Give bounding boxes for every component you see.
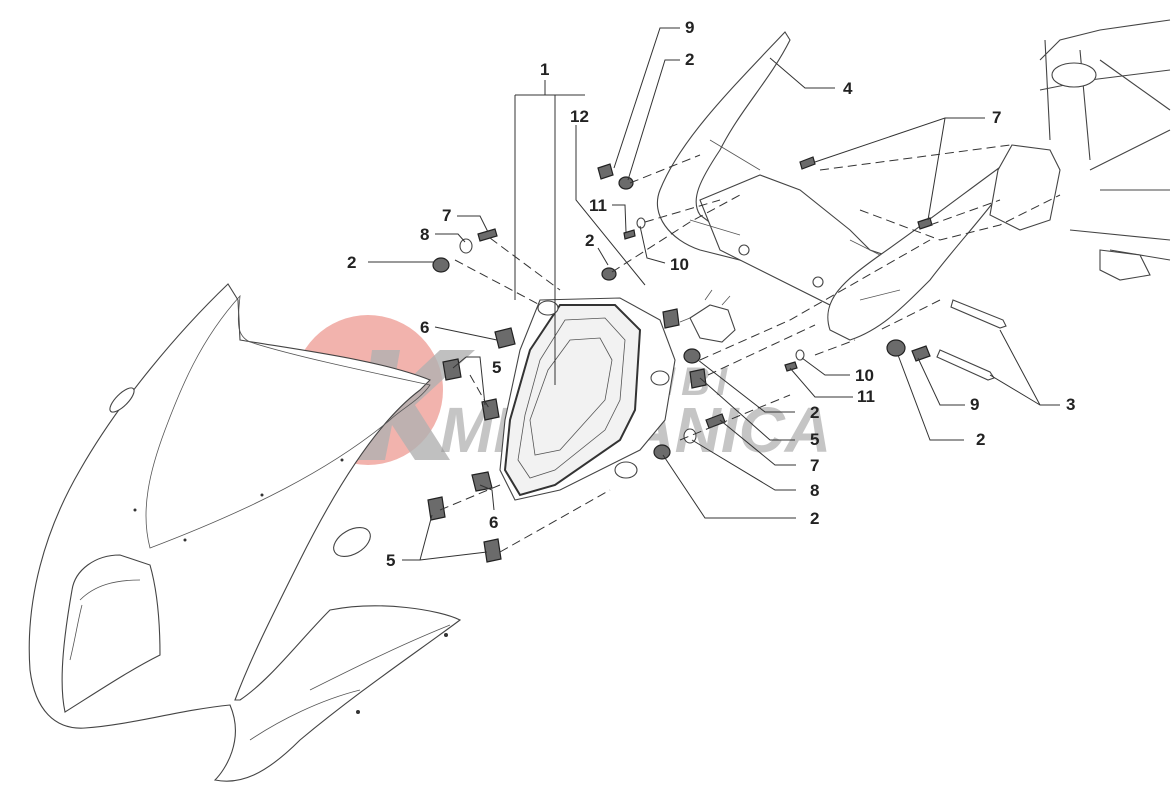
fairing-screw: [133, 508, 137, 512]
label-part-2-mid: 2: [585, 231, 594, 250]
headlight-assembly: [499, 289, 736, 501]
headlight-bracket: [656, 31, 1019, 341]
label-part-5-bottom: 5: [386, 551, 395, 570]
grommet-2-far: [886, 339, 906, 357]
fairing-screw: [444, 633, 448, 637]
label-part-9-right: 9: [970, 395, 979, 414]
fairing-screw: [340, 458, 344, 462]
label-part-8-r: 8: [810, 481, 819, 500]
headlight-mount-lug: [537, 300, 559, 316]
label-part-3: 3: [1066, 395, 1075, 414]
grommet-6-bottom: [471, 471, 493, 492]
label-part-5-r: 5: [810, 430, 819, 449]
assembly-lines: [439, 144, 1061, 553]
bolt-3-lower: [936, 349, 995, 381]
label-part-8-left: 8: [420, 225, 429, 244]
grommet-2-r2: [653, 444, 671, 460]
label-part-11-top: 11: [589, 196, 607, 215]
label-part-11-right: 11: [857, 387, 875, 406]
washer-10-top: [636, 217, 646, 229]
label-part-7-left: 7: [442, 206, 451, 225]
clip-5-top: [442, 358, 462, 381]
grommet-2-top: [618, 176, 634, 190]
label-part-7-r: 7: [810, 456, 819, 475]
frame-mount-plate: [989, 144, 1061, 231]
fairing-vent: [109, 387, 135, 413]
grommet-2-r1: [683, 348, 701, 364]
clip-5-r2: [662, 308, 680, 329]
label-part-6-bottom: 6: [489, 513, 498, 532]
fairing-opening-detail: [69, 579, 141, 661]
bracket-hole: [812, 276, 824, 288]
clip-5-low: [427, 496, 446, 521]
clip-5-r: [689, 368, 707, 389]
label-part-1: 1: [540, 60, 549, 79]
label-part-6-top: 6: [420, 318, 429, 337]
frame-bracket-lower: [1099, 249, 1151, 281]
label-part-10-right: 10: [855, 366, 874, 385]
headlight-bulb-socket: [679, 289, 731, 323]
part-labels: 1 12 9 2 4 7 11 2 10 7 8 2 6 5 6 5 10 11…: [347, 18, 1075, 570]
fairing-windscreen: [145, 294, 431, 549]
washer-8-left: [459, 238, 473, 254]
headlight-reflector: [529, 337, 613, 456]
grommet-2-left: [432, 257, 450, 273]
screw-9-top: [597, 163, 614, 180]
headlight-lens-inner: [517, 317, 626, 479]
headlight-bulb: [689, 304, 736, 343]
screw-11-top: [623, 229, 636, 240]
bolt-3-upper: [950, 299, 1007, 329]
label-part-2-left: 2: [347, 253, 356, 272]
front-fairing: [28, 283, 462, 782]
leader-lines: [368, 27, 1060, 561]
washer-8-r: [683, 428, 697, 444]
frame-tube: [1039, 19, 1171, 261]
clip-5-bottom: [483, 538, 502, 563]
fairing-intake: [333, 527, 371, 557]
headlight-lens: [503, 304, 642, 497]
screw-11-far: [784, 361, 798, 372]
screw-7-left: [477, 228, 498, 242]
headlight-mount-lug: [650, 370, 670, 386]
bracket-detail: [689, 139, 901, 301]
screw-9-far: [911, 345, 931, 362]
washer-10-far: [795, 349, 805, 361]
small-parts: [427, 156, 1007, 563]
label-part-12: 12: [570, 107, 589, 126]
label-part-10-top: 10: [670, 255, 689, 274]
label-part-5-top: 5: [492, 358, 501, 377]
fairing-screw: [183, 538, 187, 542]
frame-section: [989, 19, 1171, 281]
label-part-2-top: 2: [685, 50, 694, 69]
label-part-7-right: 7: [992, 108, 1001, 127]
label-part-2-r2: 2: [810, 509, 819, 528]
fairing-lower-edge: [249, 624, 451, 741]
grommet-6-top: [494, 327, 516, 349]
fairing-screw: [260, 493, 264, 497]
screw-7-far: [799, 156, 816, 170]
headlight-mount-lug: [614, 461, 638, 479]
label-part-4: 4: [843, 79, 853, 98]
label-part-2-far: 2: [976, 430, 985, 449]
bracket-hole: [738, 244, 750, 256]
frame-steering-head: [1051, 62, 1097, 88]
fairing-screw: [356, 710, 360, 714]
label-part-9-top: 9: [685, 18, 694, 37]
screw-7-far2: [917, 217, 933, 230]
label-part-2-r1: 2: [810, 403, 819, 422]
grommet-2-mid: [601, 267, 617, 281]
